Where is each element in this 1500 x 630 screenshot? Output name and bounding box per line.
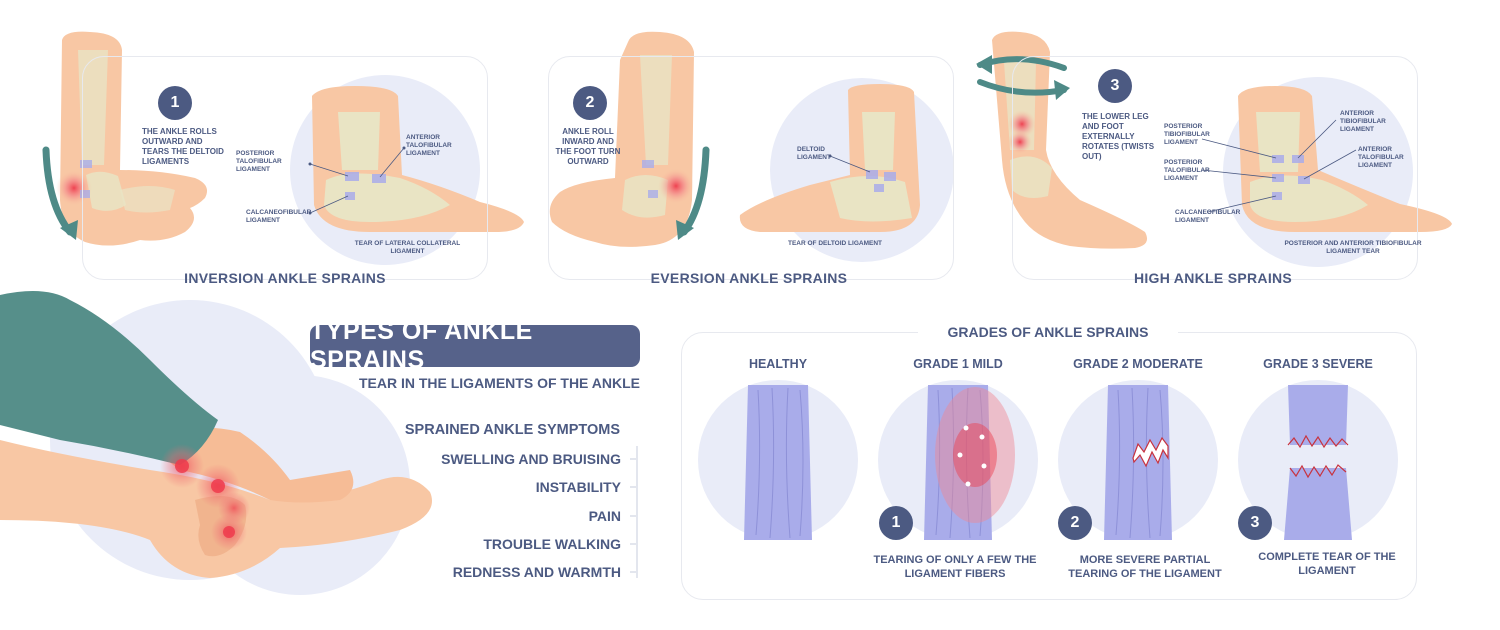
panel-2-badge: 2 <box>573 86 607 120</box>
pain-spot <box>1008 110 1036 138</box>
pain-spot <box>658 168 694 204</box>
panel-3-description: THE LOWER LEG AND FOOT EXTERNALLY ROTATE… <box>1082 112 1155 161</box>
grade-label-healthy: HEALTHY <box>748 357 808 371</box>
grade-label-1: GRADE 1 MILD <box>913 357 1003 371</box>
grade-2-description: MORE SEVERE PARTIAL TEARING OF THE LIGAM… <box>1068 554 1222 580</box>
symptom-item: REDNESS AND WARMTH <box>452 564 621 580</box>
symptom-item: PAIN <box>588 508 621 524</box>
panel-eversion-card <box>548 56 954 280</box>
eversion-illustration <box>549 31 954 262</box>
panel-3-badge: 3 <box>1098 69 1132 103</box>
label-anterior-tibiofibular: ANTERIOR TIBIOFIBULAR LIGAMENT <box>1340 110 1386 133</box>
symptoms-bracket <box>630 446 638 578</box>
grade-2-badge: 2 <box>1058 506 1092 540</box>
panel-3-title: HIGH ANKLE SPRAINS <box>1133 270 1293 286</box>
label-posterior-talofibular: POSTERIOR TALOFIBULAR LIGAMENT <box>236 150 282 173</box>
panel-1-title: INVERSION ANKLE SPRAINS <box>184 270 386 286</box>
inversion-illustration <box>42 31 524 265</box>
panel-1-description: THE ANKLE ROLLS OUTWARD AND TEARS THE DE… <box>142 127 224 166</box>
label-calcaneofibular-3: CALCANEOFIBULAR LIGAMENT <box>1175 209 1241 224</box>
grade-label-3: GRADE 3 SEVERE <box>1263 357 1373 371</box>
types-title-box: TYPES OF ANKLE SPRAINS <box>310 317 640 374</box>
label-deltoid: DELTOID LIGAMENT <box>797 146 831 161</box>
leg-pain-illustration <box>0 291 432 595</box>
grade-3-description: COMPLETE TEAR OF THE LIGAMENT <box>1258 551 1396 577</box>
label-posterior-tibiofibular: POSTERIOR TIBIOFIBULAR LIGAMENT <box>1164 123 1210 146</box>
panel-high-card <box>1012 56 1418 280</box>
grade-3-badge: 3 <box>1238 506 1272 540</box>
label-tibiofibular-tear: POSTERIOR AND ANTERIOR TIBIOFIBULAR LIGA… <box>1284 240 1422 255</box>
panel-2-description: ANKLE ROLL INWARD AND THE FOOT TURN OUTW… <box>555 127 621 166</box>
label-anterior-talofibular: ANTERIOR TALOFIBULAR LIGAMENT <box>406 134 452 157</box>
label-lateral-collateral-tear: TEAR OF LATERAL COLLATERAL LIGAMENT <box>354 240 461 255</box>
symptoms-heading: SPRAINED ANKLE SYMPTOMS <box>404 422 620 438</box>
label-deltoid-tear: TEAR OF DELTOID LIGAMENT <box>787 240 882 247</box>
label-calcaneofibular: CALCANEOFIBULAR LIGAMENT <box>246 209 312 224</box>
symptom-item: SWELLING AND BRUISING <box>441 451 621 467</box>
panel-2-title: EVERSION ANKLE SPRAINS <box>650 270 848 286</box>
panel-1-badge: 1 <box>158 86 192 120</box>
grade-1-art <box>878 380 1038 540</box>
grades-title: GRADES OF ANKLE SPRAINS <box>918 324 1178 340</box>
grade-1-description: TEARING OF ONLY A FEW THE LIGAMENT FIBER… <box>873 554 1037 580</box>
pants <box>0 291 218 465</box>
page-title: TYPES OF ANKLE SPRAINS <box>310 317 533 374</box>
grade-healthy-art <box>698 380 858 540</box>
panel-inversion-card <box>82 56 488 280</box>
grade-2-art <box>1058 380 1218 540</box>
types-subtitle: TEAR IN THE LIGAMENTS OF THE ANKLE <box>358 375 640 391</box>
symptom-item: INSTABILITY <box>535 479 621 495</box>
pain-spot <box>1008 130 1032 154</box>
symptom-item: TROUBLE WALKING <box>483 536 621 552</box>
grade-1-badge: 1 <box>879 506 913 540</box>
grade-3-art <box>1238 380 1398 540</box>
label-posterior-talofibular-3: POSTERIOR TALOFIBULAR LIGAMENT <box>1164 159 1210 182</box>
label-anterior-talofibular-3: ANTERIOR TALOFIBULAR LIGAMENT <box>1358 146 1404 169</box>
grade-label-2: GRADE 2 MODERATE <box>1073 357 1203 371</box>
